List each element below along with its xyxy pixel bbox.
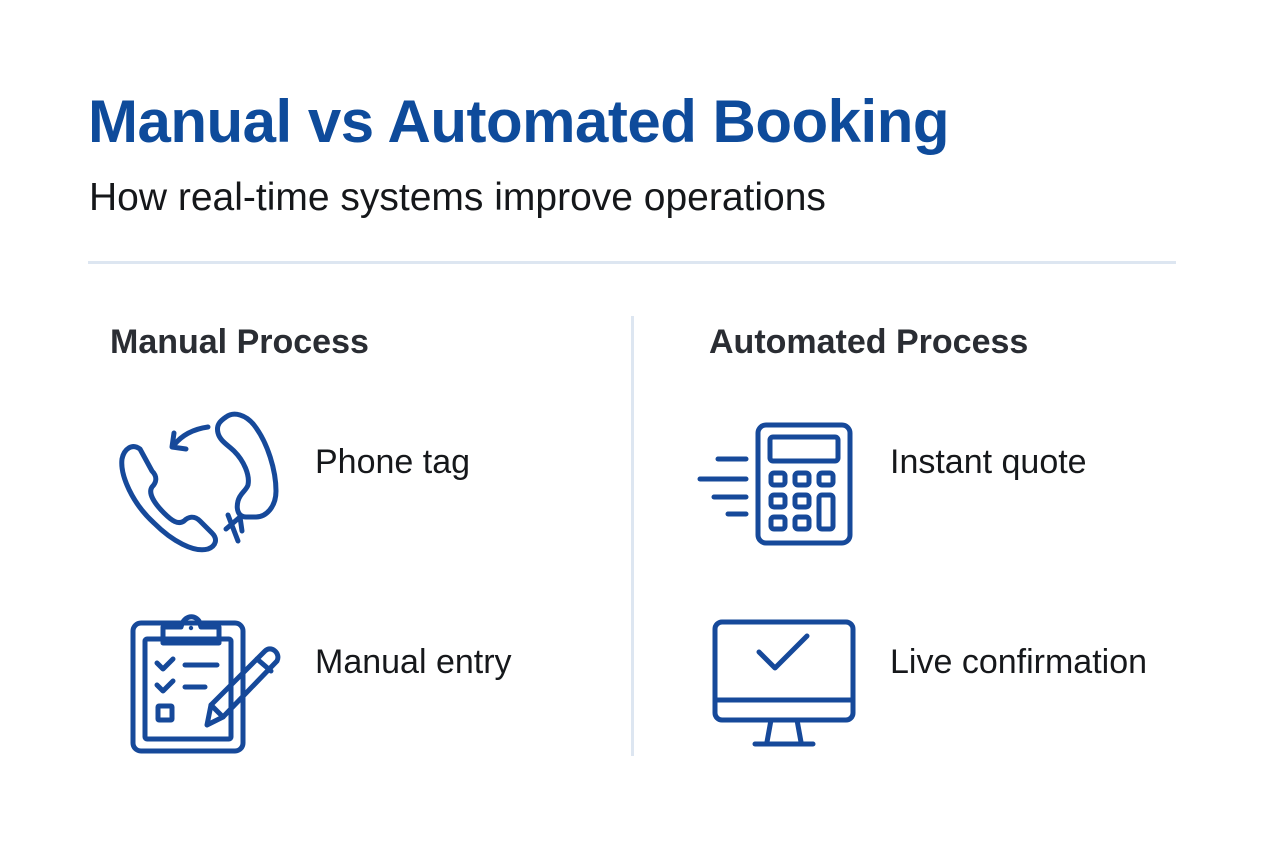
monitor-checkmark-icon	[712, 619, 856, 747]
page-title: Manual vs Automated Booking	[88, 88, 950, 155]
clipboard-checklist-pencil-icon	[130, 614, 281, 754]
header-divider	[88, 261, 1176, 264]
manual-process-heading: Manual Process	[110, 323, 369, 361]
manual-entry-label: Manual entry	[315, 643, 512, 681]
automated-process-heading: Automated Process	[709, 323, 1029, 361]
page-subtitle: How real-time systems improve operations	[89, 176, 826, 219]
live-confirmation-label: Live confirmation	[890, 643, 1148, 681]
instant-quote-label: Instant quote	[890, 443, 1087, 481]
calculator-speed-icon	[697, 422, 853, 546]
phone-tag-icon	[119, 411, 279, 553]
phone-tag-label: Phone tag	[315, 443, 471, 481]
column-divider	[631, 316, 634, 756]
